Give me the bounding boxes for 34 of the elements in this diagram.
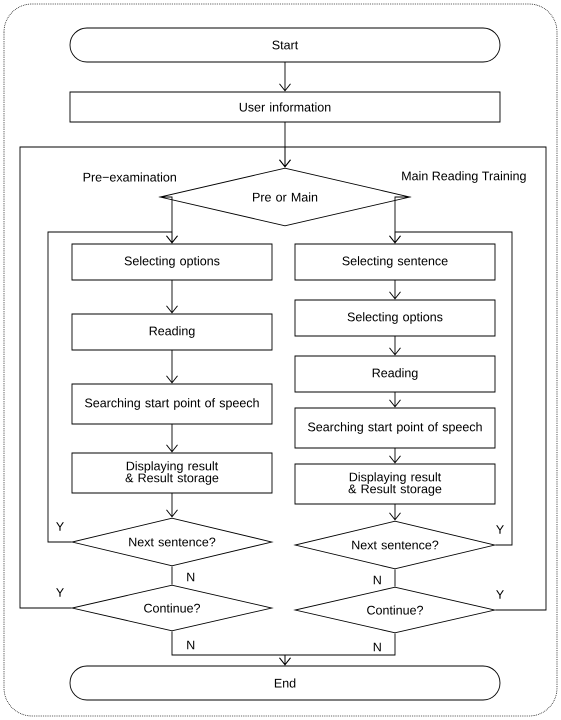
arrow	[389, 280, 401, 300]
arrow	[389, 448, 401, 464]
arrow	[279, 62, 291, 92]
edge-label: N	[372, 574, 383, 586]
arrow	[48, 232, 178, 542]
arrow	[166, 424, 178, 453]
arrow	[166, 350, 178, 384]
edge-label: N	[185, 640, 196, 650]
process-box: Selecting options	[72, 244, 272, 280]
process-box: Reading	[72, 314, 272, 350]
arrow	[389, 336, 401, 356]
arrow	[389, 232, 512, 546]
arrow	[389, 504, 401, 521]
arrow	[279, 146, 546, 610]
process-box: Searching start point of speech	[72, 384, 272, 424]
edge-label: N	[185, 572, 196, 582]
arrow	[166, 280, 178, 314]
edge-label: Y	[54, 521, 66, 532]
process-box: Searching start point of speech	[294, 408, 496, 448]
process-box: Selecting sentence	[294, 244, 496, 280]
edge-label: N	[372, 642, 383, 652]
process-box: Displaying result & Result storage	[294, 464, 496, 504]
terminal-box: Start	[70, 28, 500, 62]
process-box: User information	[70, 92, 500, 122]
edge-label: Y	[54, 587, 66, 598]
edge-label: Y	[494, 589, 506, 600]
process-box: Selecting options	[294, 300, 496, 336]
arrow	[166, 493, 178, 518]
edge-label: Y	[494, 524, 506, 535]
process-box: Reading	[294, 356, 496, 392]
arrow	[389, 392, 401, 408]
terminal-box: End	[70, 666, 500, 700]
process-box: Displaying result & Result storage	[72, 452, 272, 494]
arrow	[279, 633, 396, 666]
